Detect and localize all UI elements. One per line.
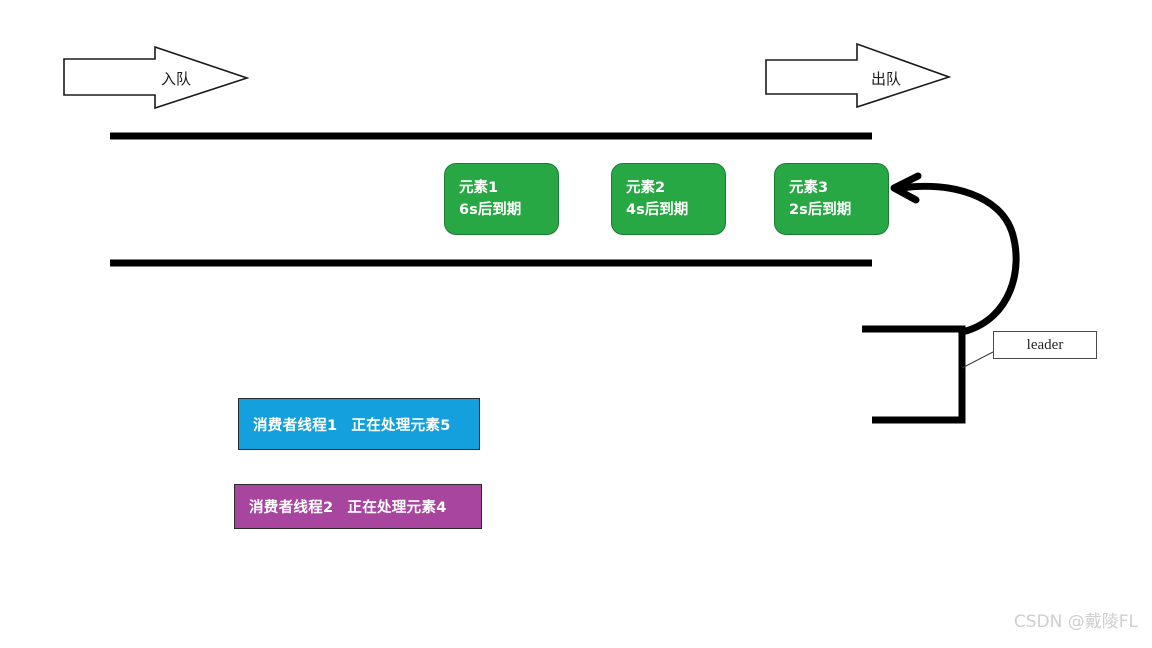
leader-to-element3-arrowhead bbox=[890, 172, 922, 204]
consumer-thread-1-status: 正在处理元素5 bbox=[351, 417, 451, 434]
consumer-thread-2-box[interactable]: 消费者线程2 正在处理元素4 bbox=[234, 484, 482, 529]
consumer-thread-1-id: 消费者线程1 bbox=[253, 417, 338, 434]
queue-element-3-expiry: 2s后到期 bbox=[789, 202, 852, 219]
leader-label-box[interactable]: leader bbox=[993, 331, 1097, 359]
queue-element-2-name: 元素2 bbox=[626, 180, 666, 196]
queue-element-2[interactable]: 元素2 4s后到期 bbox=[611, 163, 726, 235]
enqueue-arrow-label: 入队 bbox=[161, 70, 192, 88]
leader-bracket bbox=[862, 325, 966, 424]
consumer-thread-2-id: 消费者线程2 bbox=[249, 500, 334, 516]
queue-element-2-expiry: 4s后到期 bbox=[626, 202, 689, 219]
consumer-thread-2-status: 正在处理元素4 bbox=[347, 500, 447, 516]
leader-label-text: leader bbox=[1026, 336, 1064, 353]
watermark: CSDN @戴陵FL bbox=[1013, 612, 1138, 632]
queue-element-1-expiry: 6s后到期 bbox=[459, 202, 522, 219]
leader-to-element3-arrow bbox=[897, 182, 1020, 335]
queue-element-3-name: 元素3 bbox=[789, 180, 829, 196]
leader-callout-line bbox=[961, 351, 994, 369]
queue-element-3[interactable]: 元素3 2s后到期 bbox=[774, 163, 889, 235]
enqueue-arrow-shape bbox=[63, 45, 250, 110]
consumer-thread-1-box[interactable]: 消费者线程1 正在处理元素5 bbox=[238, 398, 480, 450]
queue-element-1[interactable]: 元素1 6s后到期 bbox=[444, 163, 559, 235]
dequeue-arrow-shape bbox=[765, 42, 952, 109]
dequeue-arrow-label: 出队 bbox=[871, 70, 902, 88]
queue-element-1-name: 元素1 bbox=[459, 180, 499, 196]
